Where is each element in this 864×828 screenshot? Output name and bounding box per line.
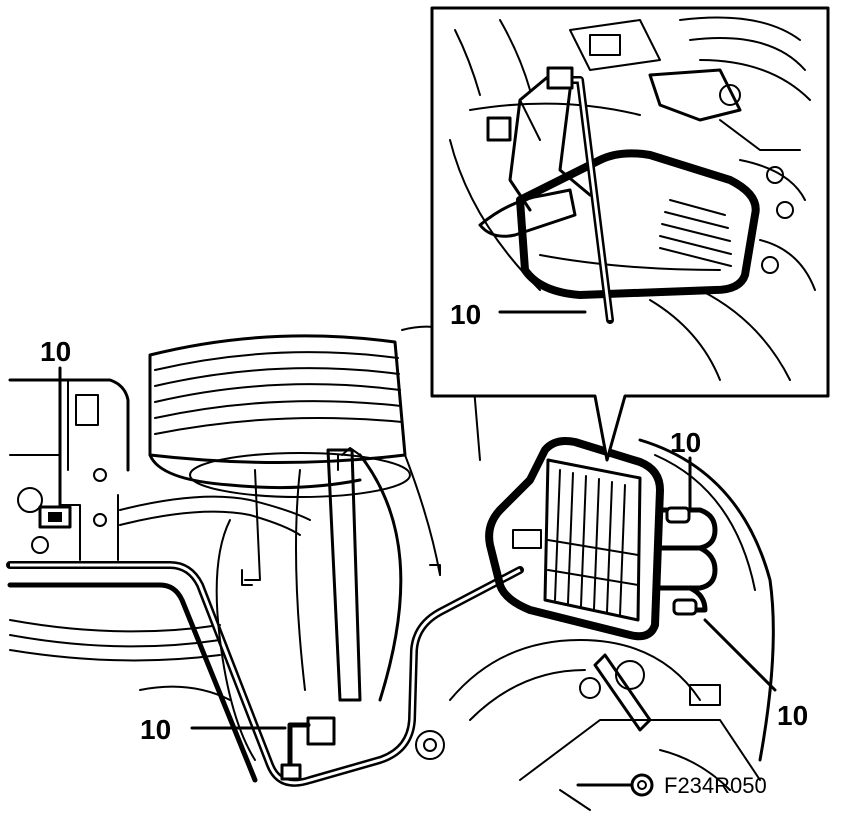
callout-label-bottom-left: 10 bbox=[140, 714, 171, 745]
callout-label-inset: 10 bbox=[450, 299, 481, 330]
fuel-pipe-run bbox=[6, 504, 524, 787]
fuel-canister bbox=[485, 437, 664, 641]
inset-detail bbox=[430, 6, 830, 462]
hose-loops bbox=[657, 506, 718, 616]
spare-wheel bbox=[148, 325, 481, 498]
connector-bottom bbox=[280, 716, 336, 781]
callout-label-right-top: 10 bbox=[670, 427, 701, 458]
left-body-frame bbox=[8, 378, 231, 701]
main-scene bbox=[6, 325, 775, 811]
inset-pipe bbox=[508, 66, 614, 324]
leader-lines bbox=[58, 366, 777, 730]
connector-left-top bbox=[31, 505, 72, 554]
callout-label-right-bottom: 10 bbox=[777, 700, 808, 731]
figure-code: F234R050 bbox=[664, 773, 767, 798]
bolt-marker bbox=[576, 773, 654, 797]
inset-canister bbox=[478, 149, 760, 299]
brackets bbox=[241, 447, 441, 586]
wheel-arch bbox=[638, 438, 775, 762]
centre-strut bbox=[119, 448, 441, 761]
callout-label-left-top: 10 bbox=[40, 336, 71, 367]
wheel-hub bbox=[415, 639, 761, 811]
inset-engine-bay bbox=[449, 16, 816, 381]
